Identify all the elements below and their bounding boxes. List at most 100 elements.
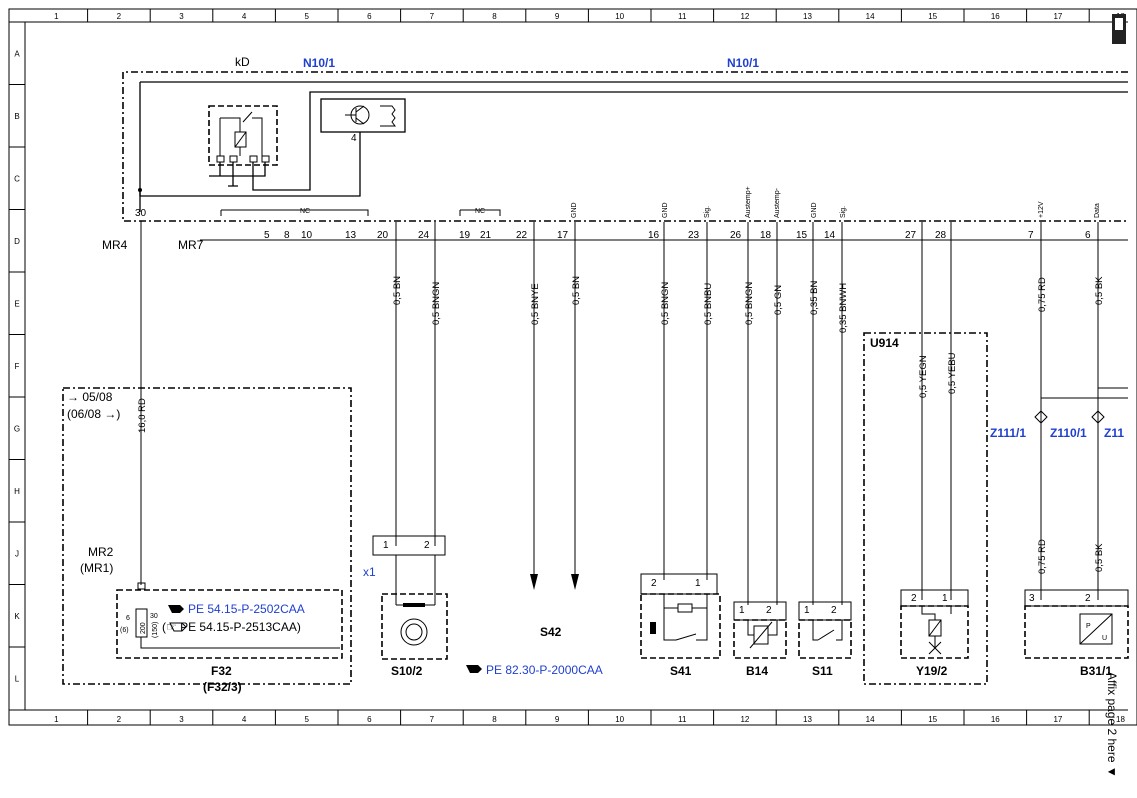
y19-2-label: Y19/2 [916, 664, 948, 678]
y19-pin-2: 2 [911, 593, 917, 604]
grid-col-7: 7 [430, 715, 435, 724]
n10-pin-19: 19 [459, 230, 471, 241]
grid-col-8: 8 [492, 12, 497, 21]
b31-pin-3: 3 [1029, 593, 1035, 604]
grid-row-L: L [15, 674, 20, 683]
grid-col-16: 16 [991, 12, 1000, 21]
wire-label-12: 0,5 BK [1094, 276, 1105, 305]
grid-col-13: 13 [803, 715, 812, 724]
signal-gnd-16: GND [662, 202, 669, 218]
wire-label-3: 0,5 BNYE [530, 283, 541, 325]
signal-gnd-15: GND [811, 202, 818, 218]
grid-col-13: 13 [803, 12, 812, 21]
nc-label-2: NC [475, 208, 485, 215]
s11-label: S11 [812, 664, 833, 678]
n10-pin-17: 17 [557, 230, 569, 241]
b31-1-component: 3 2 P U B31/1 [1024, 589, 1129, 678]
grid-row-H: H [14, 487, 20, 496]
n10-pin-21: 21 [480, 230, 492, 241]
n10-pin-6: 6 [1085, 230, 1091, 241]
n10-pin-23: 23 [688, 230, 700, 241]
b31-pin-2: 2 [1085, 593, 1091, 604]
n10-pin-27: 27 [905, 230, 917, 241]
x1-pin-2: 2 [424, 540, 430, 551]
grid-row-G: G [14, 424, 20, 433]
u914-module: U914 2 1 Y19/2 [863, 332, 988, 685]
f32-ref-1: PE 54.15-P-2502CAA [188, 602, 305, 616]
n10-pin-15: 15 [796, 230, 808, 241]
wire-label-2: 0,5 BNGN [431, 282, 442, 325]
s41-pin-1: 1 [695, 578, 701, 589]
grid-row-B: B [14, 112, 19, 121]
n10-pin-4: 4 [351, 133, 357, 144]
grid-col-12: 12 [740, 715, 749, 724]
wire-label-11: 0,75 RD [1037, 277, 1048, 312]
f32-label: F32 [211, 664, 232, 678]
wire-label-6: 0,5 BNBU [703, 283, 714, 325]
wire-label-4: 0,5 BN [571, 276, 582, 305]
wire-label-1: 0,5 BN [392, 276, 403, 305]
n10-pin-26: 26 [730, 230, 742, 241]
grid-col-6: 6 [367, 715, 372, 724]
signal-plus12v: +12V [1038, 201, 1045, 218]
grid-col-1: 1 [54, 715, 59, 724]
s11-pin-1: 1 [804, 605, 810, 616]
grid-col-14: 14 [866, 12, 875, 21]
n10-pin-16: 16 [648, 230, 660, 241]
mr7-label: MR7 [178, 238, 204, 252]
grid-col-10: 10 [615, 715, 624, 724]
wire-labels: 0,5 BN 0,5 BNGN 0,5 BNYE 0,5 BN 0,5 BNGN… [137, 276, 1105, 574]
b31-u-label: U [1102, 635, 1107, 642]
page-clip-icon [1112, 14, 1126, 44]
mr2-label: MR2 [88, 545, 114, 559]
grid-col-9: 9 [555, 12, 560, 21]
z11-label: Z11 [1104, 426, 1124, 440]
s41-label: S41 [670, 664, 692, 678]
f32-ref-2: (☞ PE 54.15-P-2513CAA) [162, 620, 301, 634]
n10-label-left: N10/1 [303, 56, 335, 70]
grid-col-11: 11 [678, 715, 687, 724]
signal-austemp-minus: Austemp- [774, 187, 781, 218]
grid-col-17: 17 [1053, 12, 1062, 21]
grid-row-A: A [14, 49, 20, 58]
signal-gnd-17: GND [571, 202, 578, 218]
wire-label-15: 16,0 RD [137, 398, 148, 433]
n10-pin-30: 30 [135, 208, 147, 219]
grid-column-labels: 1122334455667788991010111112121313141415… [54, 12, 1125, 724]
f32-date-from: → 05/08 [67, 390, 113, 404]
signal-austemp-plus: Austemp+ [745, 186, 752, 218]
signal-sig-14: Sig. [840, 206, 847, 218]
s10-2-label: S10/2 [391, 664, 423, 678]
grid-col-11: 11 [678, 12, 687, 21]
wire-label-9: 0,35 BN [809, 281, 820, 315]
grid-col-18: 18 [1116, 715, 1125, 724]
z110-1-label: Z110/1 [1050, 426, 1087, 440]
b14-component: 1 2 B14 [733, 601, 787, 678]
wire-label-7: 0,5 BNGN [744, 282, 755, 325]
u914-label: U914 [870, 336, 899, 350]
relay-symbol [208, 91, 1128, 191]
z111-1-label: Z111/1 [990, 426, 1026, 440]
fuse-pin-left-alt: (6) [120, 627, 129, 634]
s11-component: 1 2 S11 [798, 601, 852, 678]
s41-component: 2 1 S41 [640, 573, 721, 678]
nc-label-1: NC [300, 208, 310, 215]
grid-col-7: 7 [430, 12, 435, 21]
b14-pin-1: 1 [739, 605, 745, 616]
n10-pin-28: 28 [935, 230, 947, 241]
grid-col-14: 14 [866, 715, 875, 724]
s42-label: S42 [540, 625, 562, 639]
f32-date-to: (06/08 →) [67, 407, 120, 421]
b31-p-label: P [1086, 623, 1091, 630]
transistor-symbol: 4 [139, 98, 406, 197]
grid-col-3: 3 [179, 715, 184, 724]
pointing-hand-icon [168, 605, 184, 613]
signal-data: Data [1094, 203, 1101, 218]
s42-ref: PE 82.30-P-2000CAA [486, 663, 603, 677]
n10-pin-20: 20 [377, 230, 389, 241]
x1-pin-1: 1 [383, 540, 389, 551]
s11-pin-2: 2 [831, 605, 837, 616]
fuse-pin-left: 6 [126, 615, 130, 622]
n10-pin-18: 18 [760, 230, 772, 241]
